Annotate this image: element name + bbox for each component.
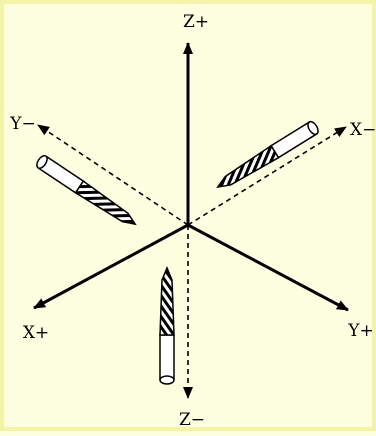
x-minus-label: X− xyxy=(350,120,376,140)
drill-bit-lower-icon xyxy=(159,266,175,385)
y-minus-axis xyxy=(37,124,189,226)
z-plus-label: Z+ xyxy=(183,12,209,32)
z-minus-label: Z− xyxy=(179,410,205,430)
x-plus-axis xyxy=(33,223,189,310)
drill-bit-upper-right-icon xyxy=(216,120,319,189)
x-plus-label: X+ xyxy=(23,323,49,343)
drill-bit-upper-left-icon xyxy=(36,155,137,226)
y-plus-axis xyxy=(187,223,349,312)
x-minus-axis xyxy=(187,126,347,226)
y-minus-label: Y− xyxy=(9,114,35,134)
y-plus-label: Y+ xyxy=(347,321,373,341)
